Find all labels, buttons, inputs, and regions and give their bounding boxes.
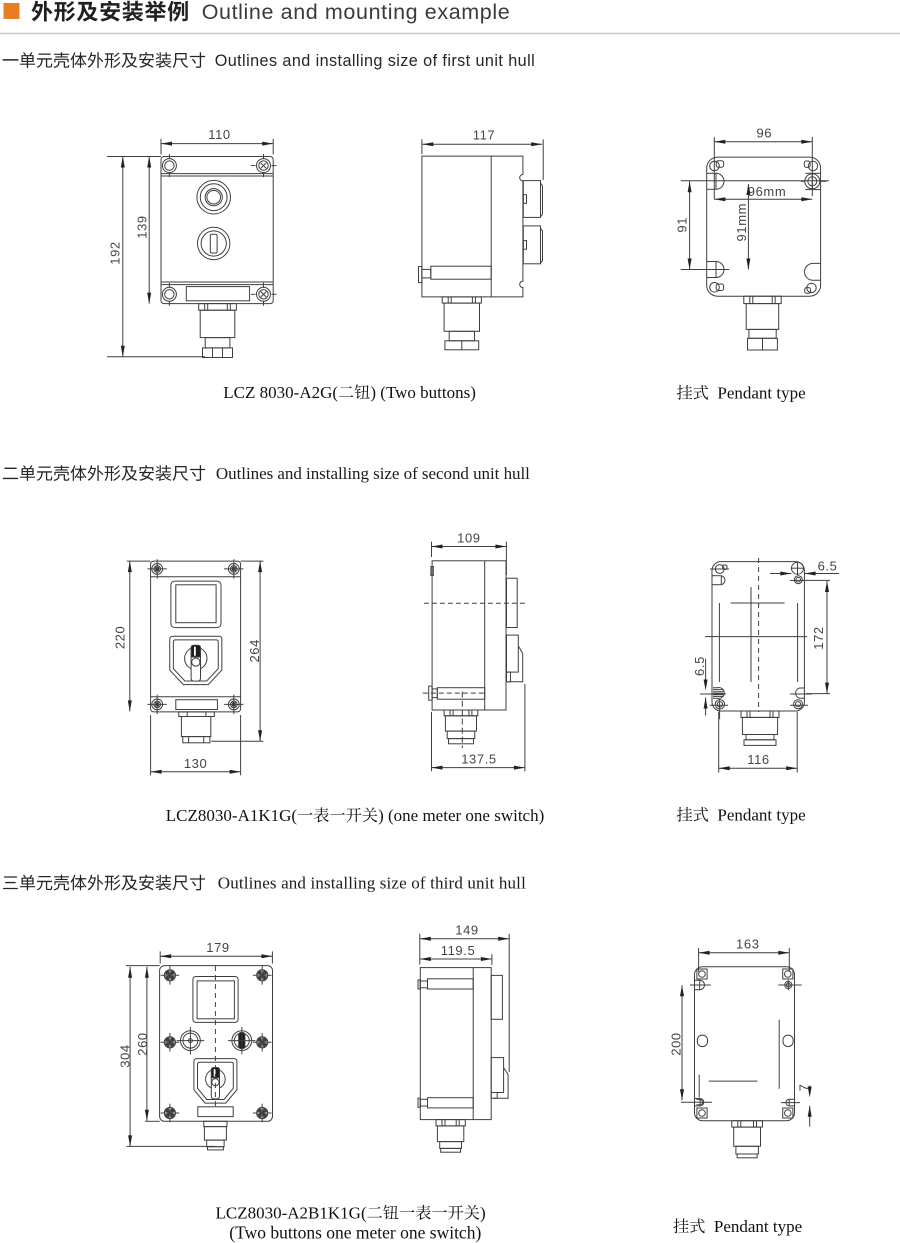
svg-text:163: 163 xyxy=(736,937,760,952)
svg-text:139: 139 xyxy=(135,215,150,239)
svg-text:Pendant type: Pendant type xyxy=(714,1217,802,1236)
svg-text:200: 200 xyxy=(668,1032,683,1056)
svg-text:Outlines and installing size o: Outlines and installing size of third un… xyxy=(218,874,526,893)
svg-text:Outlines and installing size o: Outlines and installing size of second u… xyxy=(216,464,530,483)
svg-text:220: 220 xyxy=(112,626,127,650)
svg-text:116: 116 xyxy=(747,752,770,767)
svg-text:264: 264 xyxy=(247,639,262,663)
svg-text:96mm: 96mm xyxy=(748,184,787,199)
svg-text:Outlines and installing size o: Outlines and installing size of first un… xyxy=(215,52,535,70)
svg-text:119.5: 119.5 xyxy=(441,943,476,958)
svg-text:130: 130 xyxy=(184,756,208,771)
svg-text:137.5: 137.5 xyxy=(461,751,497,766)
svg-text:Pendant type: Pendant type xyxy=(717,384,805,403)
svg-text:172: 172 xyxy=(811,626,826,650)
svg-text:96: 96 xyxy=(756,126,772,141)
svg-text:260: 260 xyxy=(135,1032,150,1056)
svg-text:149: 149 xyxy=(455,922,479,937)
svg-text:304: 304 xyxy=(118,1044,133,1068)
svg-text:LCZ8030-A2B1K1G(: LCZ8030-A2B1K1G( xyxy=(216,1204,367,1223)
svg-text:LCZ 8030-A2G(: LCZ 8030-A2G( xyxy=(223,383,338,402)
svg-text:) (Two buttons): ) (Two buttons) xyxy=(370,383,476,402)
svg-text:91: 91 xyxy=(674,217,689,233)
svg-text:6.5: 6.5 xyxy=(818,559,838,574)
svg-text:7: 7 xyxy=(797,1084,812,1092)
svg-text:) (one meter one switch): ) (one meter one switch) xyxy=(378,806,544,825)
svg-text:117: 117 xyxy=(473,128,496,143)
svg-text:110: 110 xyxy=(208,127,231,142)
svg-text:109: 109 xyxy=(457,530,481,545)
svg-text:LCZ8030-A1K1G(: LCZ8030-A1K1G( xyxy=(166,806,298,825)
svg-text:91mm: 91mm xyxy=(734,203,749,242)
svg-text:192: 192 xyxy=(107,241,122,265)
svg-text:): ) xyxy=(480,1204,486,1223)
svg-text:Outline and mounting example: Outline and mounting example xyxy=(202,0,510,24)
svg-text:6.5: 6.5 xyxy=(692,656,707,676)
svg-text:179: 179 xyxy=(206,940,230,955)
svg-text:(Two buttons one meter one swi: (Two buttons one meter one switch) xyxy=(229,1223,481,1243)
svg-text:Pendant type: Pendant type xyxy=(717,806,805,825)
